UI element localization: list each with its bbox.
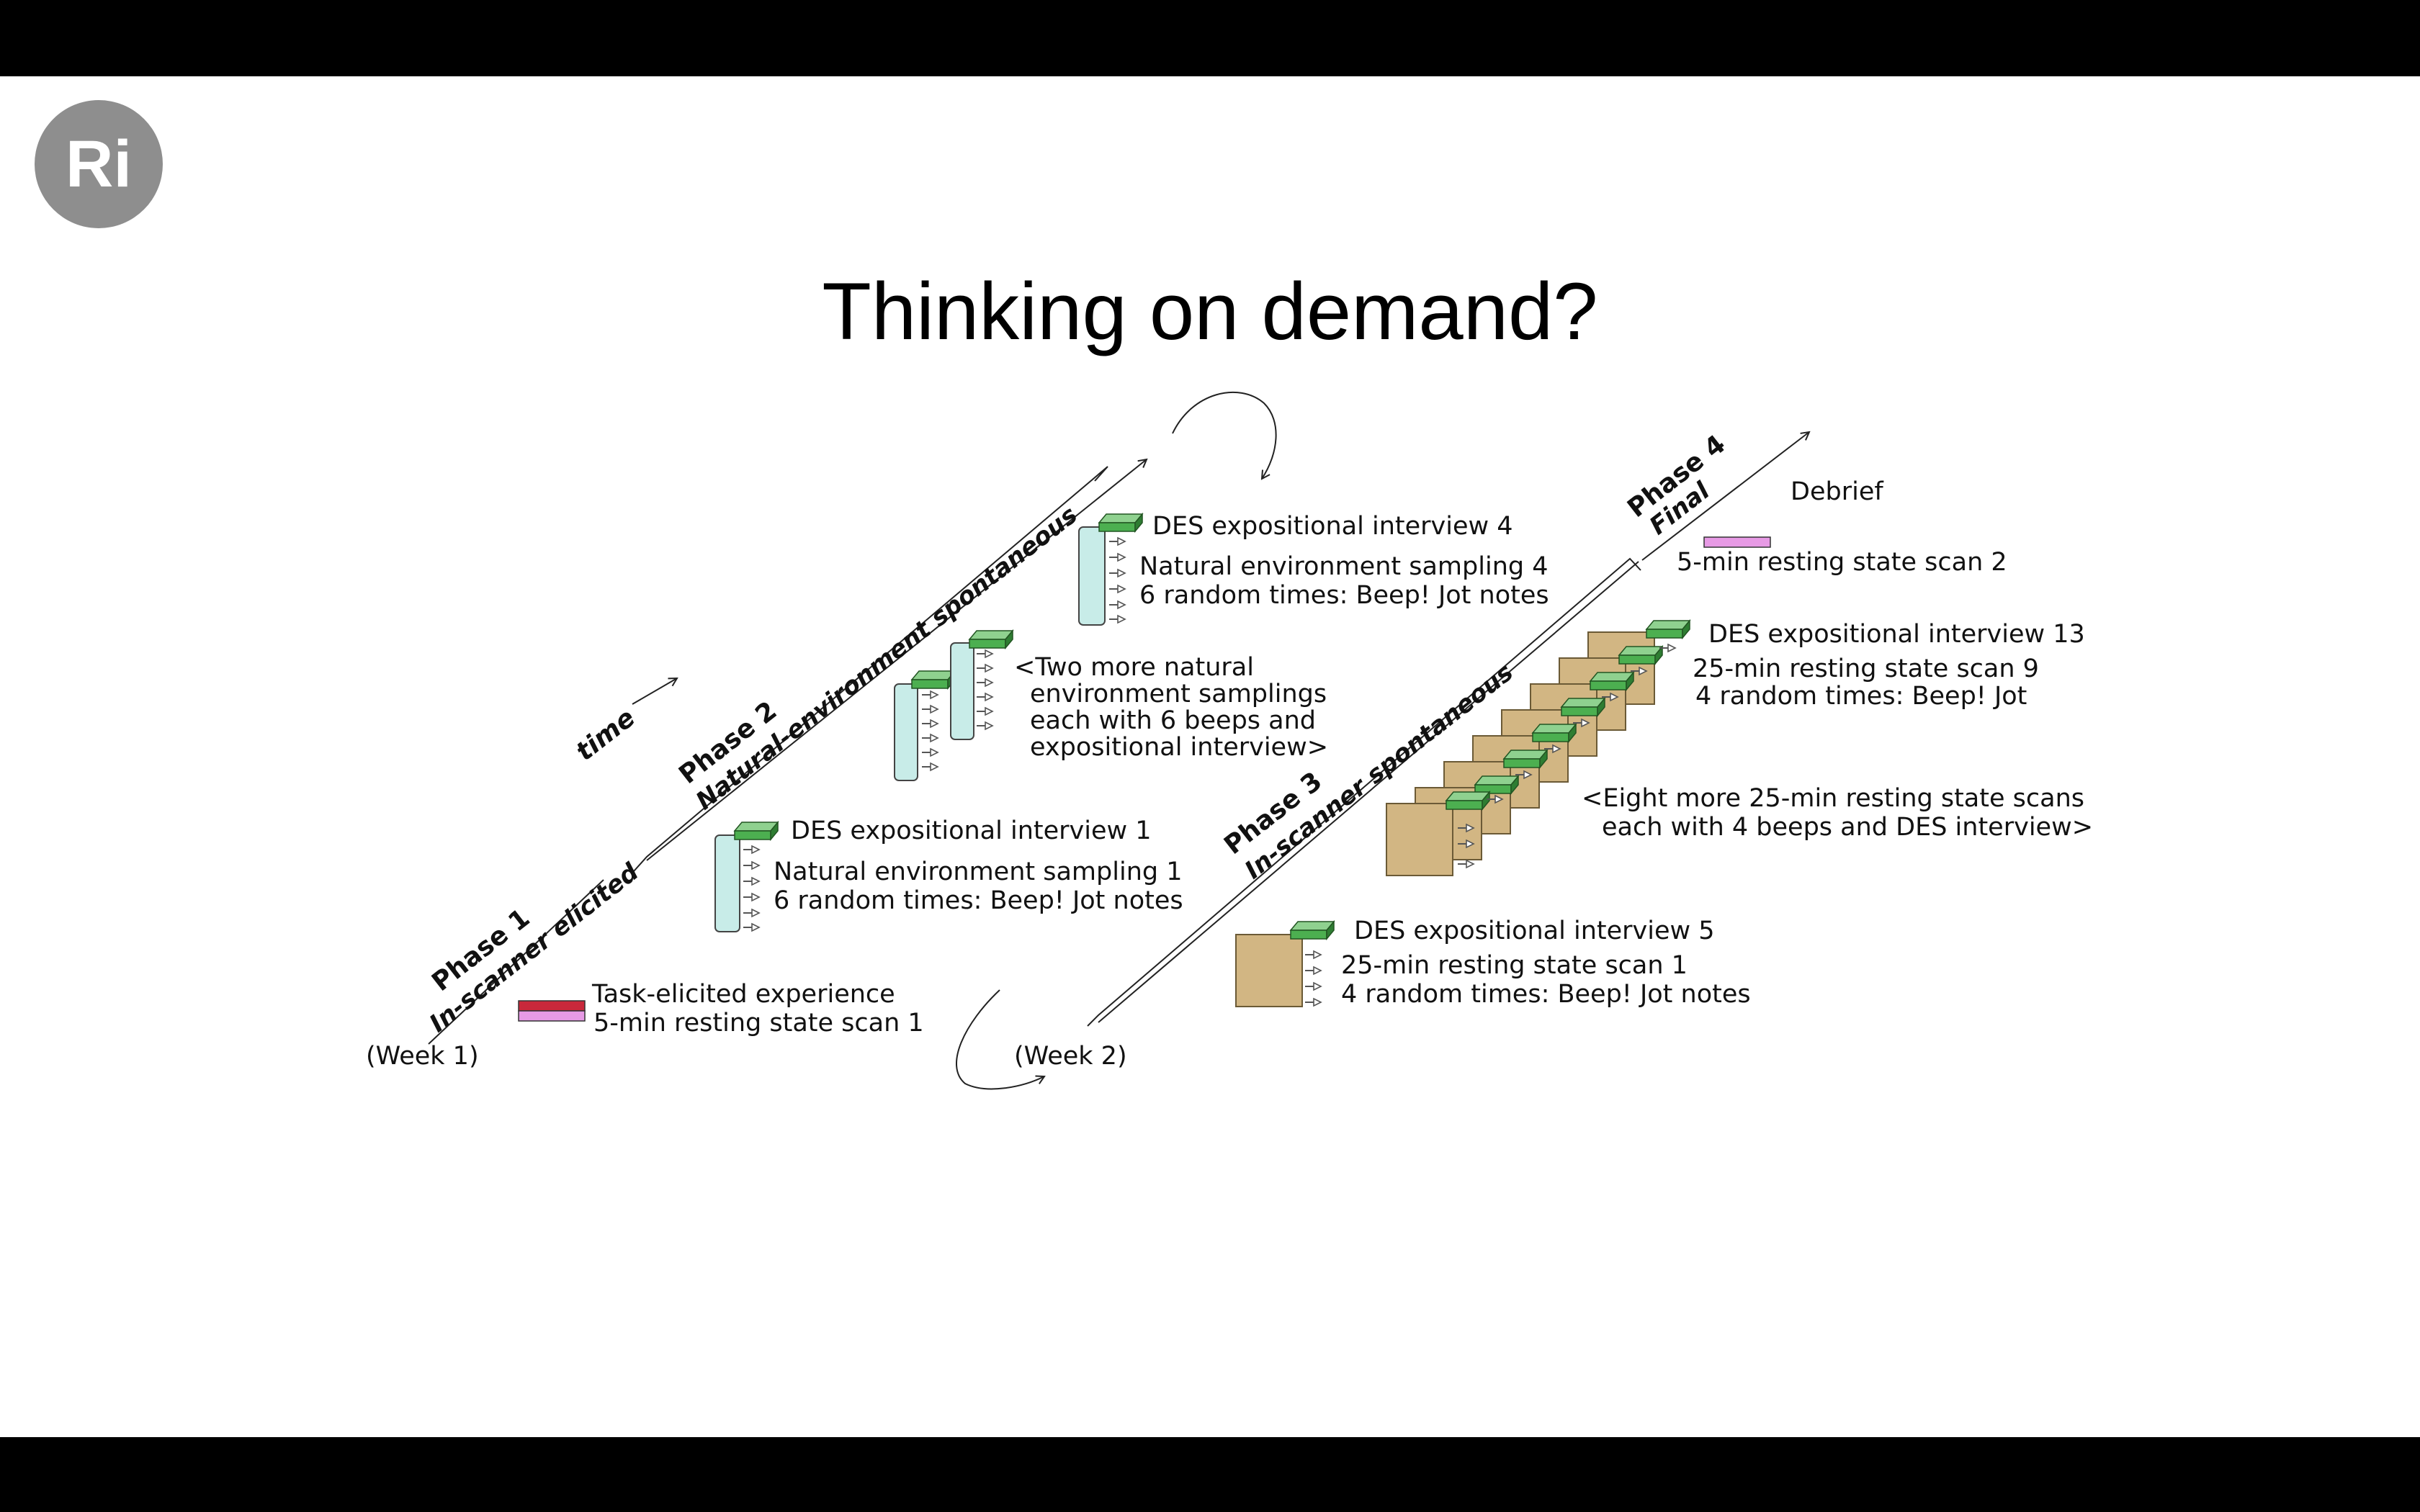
phase2-more-line1: <Two more natural bbox=[1014, 653, 1254, 682]
natural-sampling-1-text: Natural environment sampling 1 bbox=[774, 858, 1183, 886]
natural-sampling-4-text: Natural environment sampling 4 bbox=[1139, 552, 1549, 581]
natural-sampling-2-icon bbox=[894, 670, 956, 781]
week2-label: (Week 2) bbox=[1014, 1042, 1127, 1071]
des-interview-4: DES expositional interview 4 bbox=[1152, 512, 1513, 541]
natural-sampling-3-icon bbox=[950, 630, 1013, 740]
phase3-timeline bbox=[1087, 432, 1809, 1027]
des-interview-1: DES expositional interview 1 bbox=[791, 816, 1152, 845]
loop-arrow-top bbox=[1172, 391, 1277, 479]
task-elicited-bar bbox=[518, 1000, 586, 1012]
natural-sampling-1-times: 6 random times: Beep! Jot notes bbox=[774, 886, 1183, 915]
natural-sampling-4-times: 6 random times: Beep! Jot notes bbox=[1139, 581, 1549, 610]
phase2-more-line2: environment samplings bbox=[1030, 680, 1327, 708]
phase1-scan-text: 5-min resting state scan 1 bbox=[593, 1009, 924, 1038]
natural-sampling-1-icon bbox=[714, 822, 779, 932]
slide-title: Thinking on demand? bbox=[822, 266, 1598, 356]
resting-scan-1-times: 4 random times: Beep! Jot notes bbox=[1341, 980, 1751, 1009]
resting-scan-2-bar bbox=[1703, 536, 1771, 548]
des-interview-13: DES expositional interview 13 bbox=[1708, 620, 2085, 649]
resting-scan-2-text: 5-min resting state scan 2 bbox=[1677, 548, 2007, 577]
natural-sampling-4-icon bbox=[1078, 513, 1143, 626]
phase1-task-text: Task-elicited experience bbox=[591, 980, 895, 1009]
resting-scan-1-icon bbox=[1235, 921, 1335, 1007]
loop-arrow-bottom bbox=[956, 989, 1044, 1090]
debrief-label: Debrief bbox=[1791, 477, 1883, 506]
phase2-more-line4: expositional interview> bbox=[1030, 733, 1328, 762]
resting-scan-9-text: 25-min resting state scan 9 bbox=[1693, 654, 2039, 683]
phase1-timeline bbox=[428, 459, 1147, 1045]
ri-logo: Ri bbox=[35, 100, 163, 228]
resting-scan-1-text: 25-min resting state scan 1 bbox=[1341, 951, 1688, 980]
bottom-letterbox-bar bbox=[0, 1437, 2420, 1512]
phase2-more-line3: each with 6 beeps and bbox=[1030, 706, 1316, 735]
week1-label: (Week 1) bbox=[366, 1042, 479, 1071]
time-arrow bbox=[632, 678, 677, 705]
top-letterbox-bar bbox=[0, 0, 2420, 76]
time-label: time bbox=[570, 703, 640, 767]
des-interview-5: DES expositional interview 5 bbox=[1354, 917, 1715, 945]
phase3-more-line2: each with 4 beeps and DES interview> bbox=[1602, 813, 2093, 842]
resting-scan-9-times: 4 random times: Beep! Jot bbox=[1695, 682, 2027, 711]
phase3-more-line1: <Eight more 25-min resting state scans bbox=[1582, 784, 2084, 813]
resting-scan-1-bar bbox=[518, 1010, 586, 1022]
